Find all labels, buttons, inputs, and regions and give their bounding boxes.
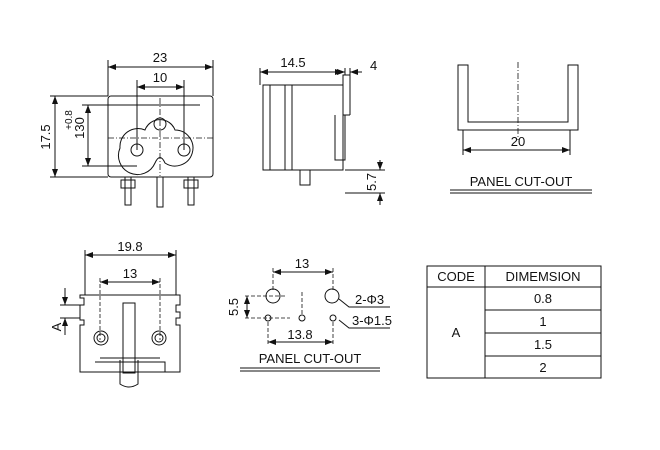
value-cell: 2 — [539, 360, 546, 375]
dimension-table: CODE DIMEMSION A 0.8 1 1.5 2 — [426, 265, 602, 379]
dim-hole-spacing: 13 — [123, 266, 137, 281]
header-dimension: DIMEMSION — [505, 269, 580, 284]
dim-width: 23 — [153, 50, 167, 65]
dim-top-spacing: 13 — [295, 256, 309, 271]
dim-cutout-width: 20 — [511, 134, 525, 149]
header-code: CODE — [437, 269, 475, 284]
panel-cutout-label-2: PANEL CUT-OUT — [259, 351, 362, 366]
dim-inner-height: 130 — [72, 117, 87, 139]
panel-cutout-2: 13 5.5 13.8 2-Φ3 3-Φ1.5 PANEL CUT-OUT — [226, 256, 392, 372]
dim-depth: 14.5 — [280, 55, 305, 70]
dim-bottom-width: 19.8 — [117, 239, 142, 254]
dim-flange: 4 — [370, 58, 377, 73]
code-cell: A — [452, 325, 461, 340]
bottom-view: 19.8 13 A — [49, 239, 181, 388]
front-view: 23 10 17.5 130 +0.8 — [38, 50, 214, 208]
value-cell: 0.8 — [534, 291, 552, 306]
hole-small-label: 3-Φ1.5 — [352, 313, 392, 328]
dim-height: 17.5 — [38, 124, 53, 149]
dim-bottom-spacing: 13.8 — [287, 327, 312, 342]
dim-a: A — [49, 322, 64, 331]
value-cell: 1 — [539, 314, 546, 329]
dim-pin-offset: 5.7 — [364, 173, 379, 191]
value-cell: 1.5 — [534, 337, 552, 352]
dim-vertical: 5.5 — [226, 298, 241, 316]
hole-large-label: 2-Φ3 — [355, 292, 384, 307]
panel-cutout-label: PANEL CUT-OUT — [470, 174, 573, 189]
panel-cutout-1: 20 PANEL CUT-OUT — [450, 62, 592, 194]
dim-tolerance: +0.8 — [64, 110, 75, 130]
dim-pin-spacing: 10 — [153, 70, 167, 85]
side-view: 14.5 4 5.7 — [259, 55, 385, 205]
